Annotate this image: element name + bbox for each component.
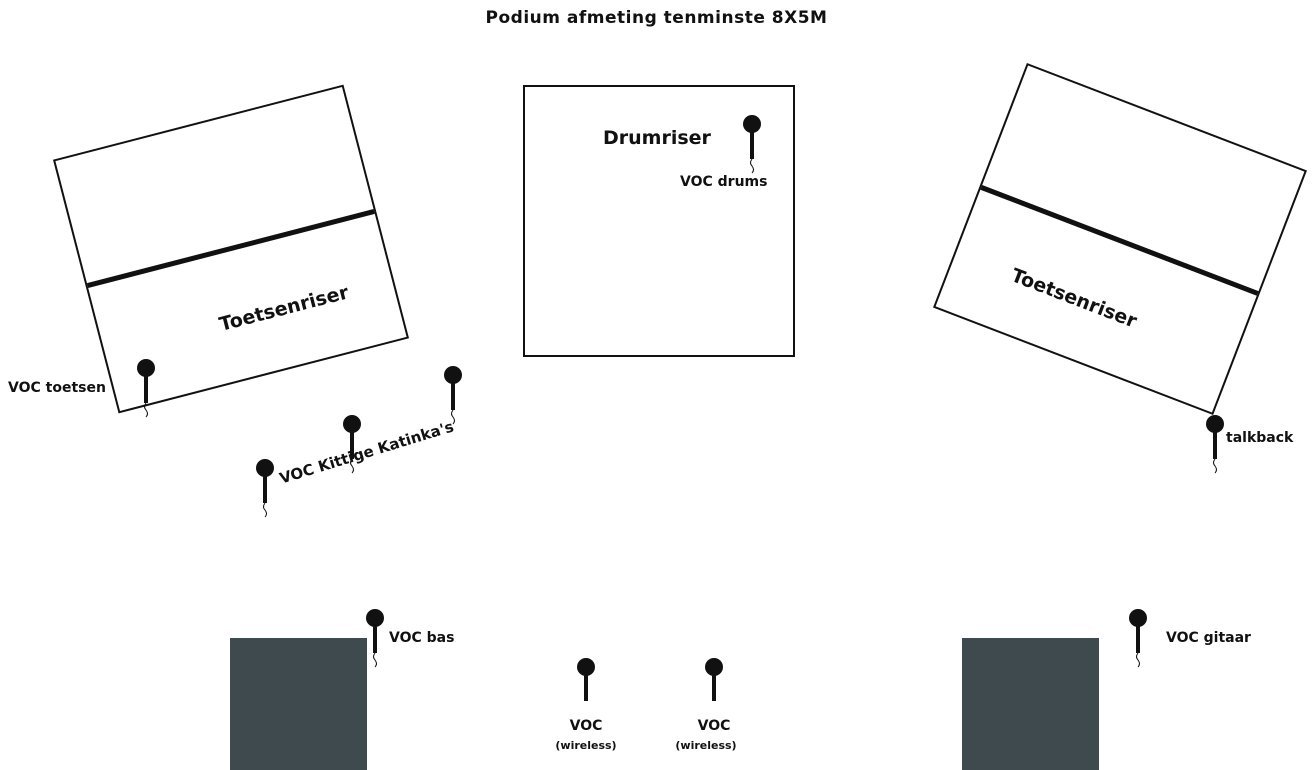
microphone-icon: [1206, 415, 1224, 474]
microphone-icon: [343, 415, 361, 474]
mic-label-kittige: VOC Kittige Katinka's: [277, 417, 456, 488]
keys-riser-left: Toetsenriser: [52, 84, 410, 414]
mic-label-talkback: talkback: [1226, 430, 1294, 446]
microphone-icon: [366, 609, 384, 668]
microphone-icon: [444, 366, 462, 425]
microphone-icon: [1129, 609, 1147, 668]
drum-riser-label: Drumriser: [603, 127, 711, 149]
microphone-icon: [743, 115, 761, 174]
mic-label-wireless-2: VOC: [697, 718, 731, 734]
microphone-icon: [577, 658, 595, 701]
microphone-icon: [137, 359, 155, 418]
mic-label-drums: VOC drums: [680, 174, 768, 190]
keys-riser-right-label: Toetsenriser: [1008, 264, 1140, 333]
mic-label-keys: VOC toetsen: [8, 380, 106, 396]
keys-riser-left-divider: [86, 209, 375, 288]
mic-label-guitar: VOC gitaar: [1166, 630, 1251, 646]
guitar-amp: [962, 638, 1099, 770]
keys-riser-left-label: Toetsenriser: [216, 281, 351, 336]
mic-label-wireless-1: VOC: [569, 718, 603, 734]
bass-amp: [230, 638, 367, 770]
stage-title: Podium afmeting tenminste 8X5M: [485, 8, 828, 28]
keys-riser-right: Toetsenriser: [933, 62, 1307, 416]
microphone-icon: [705, 658, 723, 701]
mic-label-bass: VOC bas: [389, 630, 455, 646]
mic-sub-wireless-2: (wireless): [675, 739, 737, 752]
microphone-icon: [256, 459, 274, 518]
mic-sub-wireless-1: (wireless): [555, 739, 617, 752]
